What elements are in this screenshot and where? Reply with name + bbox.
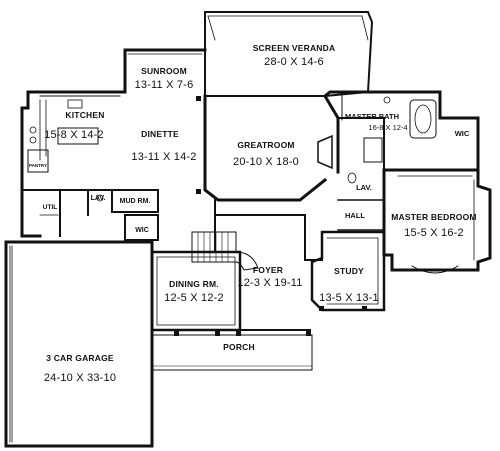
kitchen-sink	[67, 99, 83, 109]
pantry-box	[27, 149, 49, 173]
bath-sink	[383, 96, 391, 104]
wic-mud-name: WIC	[135, 227, 149, 234]
dinette-dims: 13-11 X 14-2	[131, 151, 197, 163]
dinette-name: DINETTE	[141, 129, 179, 139]
sunroom-dims: 13-11 X 7-6	[134, 79, 194, 91]
veranda-corner-lines	[207, 15, 369, 41]
garage-name: 3 CAR GARAGE	[46, 353, 114, 363]
garage-door-track	[9, 245, 13, 443]
kitchen-dims: 15-8 X 14-2	[44, 129, 104, 141]
bath-inner-walls	[337, 117, 385, 173]
greatroom-name: GREATROOM	[237, 140, 295, 150]
wic-master-walls	[438, 116, 480, 172]
study-dims: 13-5 X 13-1	[319, 292, 379, 304]
hall-name: HALL	[345, 211, 365, 220]
lav-right-name: LAV.	[356, 183, 372, 192]
screen-veranda-dims: 28-0 X 14-6	[264, 56, 324, 68]
foyer-name: FOYER	[252, 265, 284, 275]
foyer-right-wall	[304, 214, 323, 261]
stair-treads	[197, 231, 229, 263]
master-bath-name: MASTER BATH	[344, 112, 400, 121]
mud-dividers	[59, 189, 113, 237]
porch-outline	[151, 334, 313, 371]
bathtub	[409, 99, 437, 139]
wic-master-name: WIC	[454, 129, 470, 138]
study-name: STUDY	[334, 266, 364, 276]
screen-veranda-name: SCREEN VERANDA	[252, 43, 336, 53]
sunroom-name: SUNROOM	[141, 66, 187, 76]
staircase	[191, 231, 259, 271]
master-bedroom-bay-window	[411, 265, 459, 274]
bathtub-basin	[414, 104, 432, 134]
greatroom-dims: 20-10 X 18-0	[233, 156, 299, 168]
garage-dims: 24-10 X 33-10	[43, 372, 117, 384]
garage-walls	[4, 240, 154, 448]
master-bedroom-dims: 15-5 X 16-2	[404, 227, 464, 239]
bath-top-wall	[322, 90, 442, 120]
study-inner	[326, 237, 379, 305]
lav-left-name: LAV.	[90, 195, 106, 202]
dining-coffered	[156, 256, 236, 326]
shower	[363, 137, 383, 163]
pantry-name: PANTRY	[29, 163, 47, 168]
dining-walls	[150, 250, 242, 332]
left-exterior-wall	[20, 90, 42, 238]
range-burner	[29, 126, 37, 134]
porch-name: PORCH	[223, 342, 255, 352]
kitchen-island	[57, 127, 99, 145]
porch-columns	[174, 96, 367, 336]
range-burner	[29, 136, 37, 144]
foyer-dims: 12-3 X 19-11	[237, 277, 303, 289]
veranda-outline	[204, 11, 374, 97]
master-bedroom-inner	[397, 175, 475, 261]
greatroom-left-wall	[203, 94, 328, 202]
dining-room-name: DINING RM.	[169, 279, 219, 289]
fireplace	[317, 134, 333, 170]
lav-toilet	[347, 172, 357, 184]
dining-room-dims: 12-5 X 12-2	[164, 292, 224, 304]
master-bedroom-name: MASTER BEDROOM	[391, 212, 477, 222]
master-bath-dims: 16-8 X 12-4	[368, 123, 408, 132]
lav-sink	[96, 194, 104, 202]
mud-room-name: MUD RM.	[119, 198, 151, 205]
util-name: UTIL	[42, 204, 58, 211]
kitchen-name: KITCHEN	[65, 110, 105, 120]
study-walls	[310, 230, 386, 312]
hall-walls	[337, 199, 385, 231]
mud-wic-walls	[111, 189, 159, 241]
